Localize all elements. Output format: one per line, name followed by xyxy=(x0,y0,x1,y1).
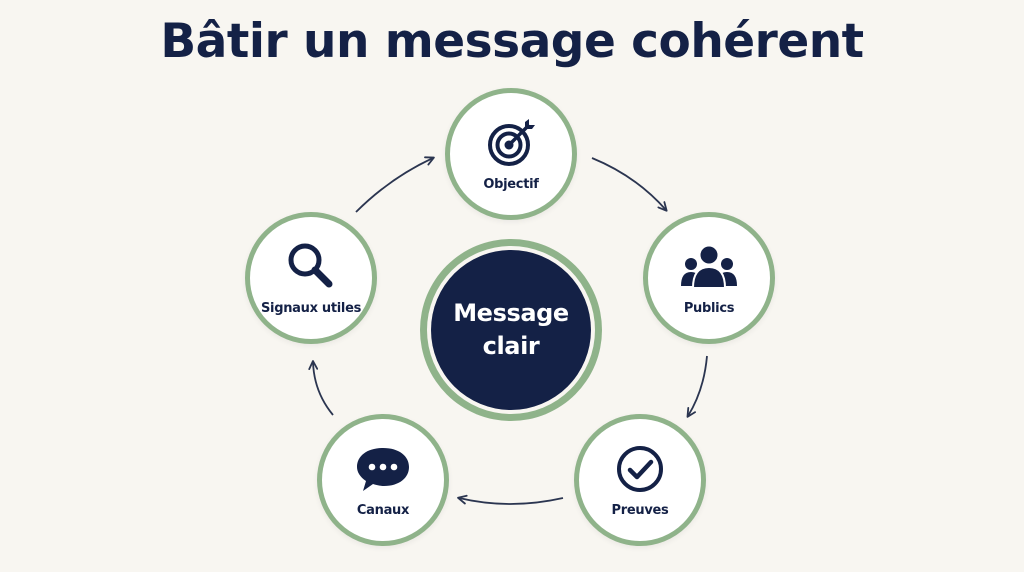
target-icon xyxy=(483,115,539,171)
arrow-publics-to-preuves xyxy=(686,355,708,418)
checkmark-circle-icon xyxy=(612,441,668,497)
arrow-signaux-to-objectif xyxy=(355,156,435,213)
node-preuves-label: Preuves xyxy=(611,503,669,518)
arrow-objectif-to-publics xyxy=(591,157,668,212)
node-publics: Publics xyxy=(643,212,775,344)
node-preuves: Preuves xyxy=(574,414,706,546)
center-circle: Message clair xyxy=(431,250,591,410)
arrow-preuves-to-canaux xyxy=(457,494,564,505)
center-text: Message clair xyxy=(436,297,586,363)
people-icon xyxy=(681,239,737,295)
center-line-2: clair xyxy=(482,332,540,360)
magnifier-icon xyxy=(283,239,339,295)
page-title: Bâtir un message cohérent xyxy=(160,14,864,69)
node-canaux-label: Canaux xyxy=(356,503,410,518)
node-signaux-utiles: Signaux utiles xyxy=(245,212,377,344)
center-line-1: Message xyxy=(453,299,569,327)
arrow-canaux-to-signaux xyxy=(308,360,334,416)
node-canaux: Canaux xyxy=(317,414,449,546)
center-hub: Message clair xyxy=(420,239,602,421)
node-publics-label: Publics xyxy=(683,301,735,316)
node-signaux-label: Signaux utiles xyxy=(260,301,362,316)
node-objectif: Objectif xyxy=(445,88,577,220)
node-objectif-label: Objectif xyxy=(483,177,539,192)
chat-bubble-icon xyxy=(355,441,411,497)
